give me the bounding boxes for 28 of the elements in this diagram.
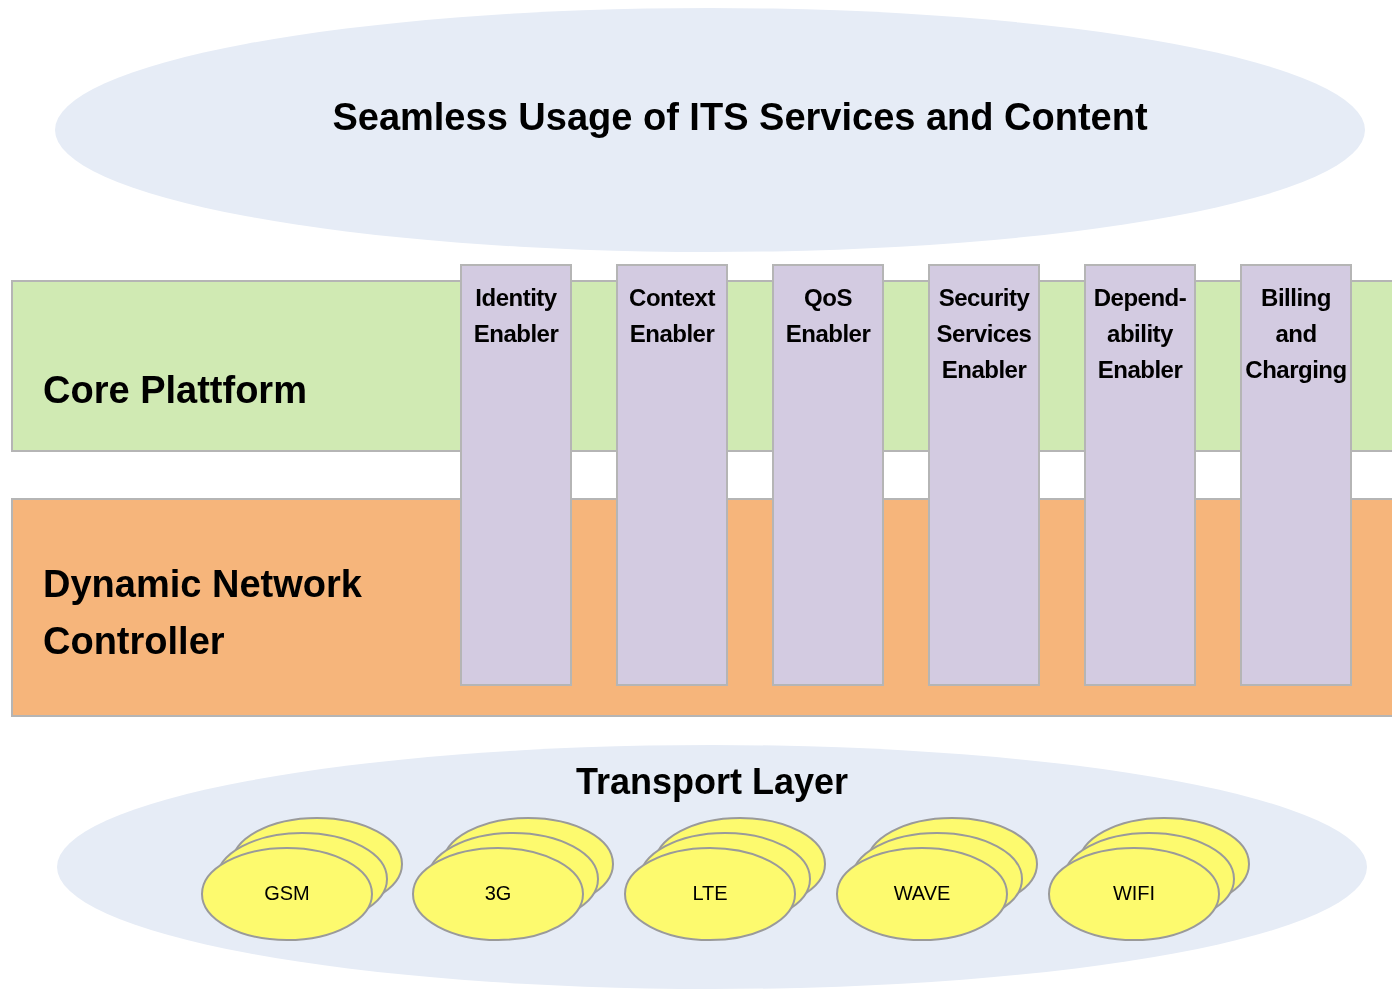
node-label: Transport Layer [574, 761, 850, 803]
services-ellipse [55, 8, 1365, 252]
node-label: Context Enabler [628, 283, 717, 349]
network-ellipse-stack [411, 816, 615, 942]
node-label: 3G [483, 882, 513, 905]
node-label: Core Plattform [43, 368, 308, 413]
network-ellipse-stack [623, 816, 827, 942]
node-label: QoS Enabler [784, 283, 872, 349]
node-label: Depend- ability Enabler [1092, 283, 1188, 385]
node-label: LTE [691, 882, 729, 905]
node-label: Dynamic Network Controller [43, 562, 363, 664]
network-ellipse-stack [1047, 816, 1251, 942]
enabler-column [616, 264, 728, 686]
node-label: WAVE [892, 882, 952, 905]
node-label: Billing and Charging [1244, 283, 1348, 385]
node-label: WIFI [1111, 882, 1157, 905]
network-ellipse-stack [835, 816, 1039, 942]
transport-ellipse [57, 745, 1367, 989]
enabler-column [1240, 264, 1352, 686]
node-label: Identity Enabler [472, 283, 560, 349]
node-label: Security Services Enabler [935, 283, 1033, 385]
enabler-column [772, 264, 884, 686]
enabler-column [1084, 264, 1196, 686]
enabler-column [460, 264, 572, 686]
enabler-column [928, 264, 1040, 686]
network-ellipse-stack [200, 816, 404, 942]
node-label: GSM [263, 882, 311, 905]
node-label: Seamless Usage of ITS Services and Content [331, 96, 1149, 139]
